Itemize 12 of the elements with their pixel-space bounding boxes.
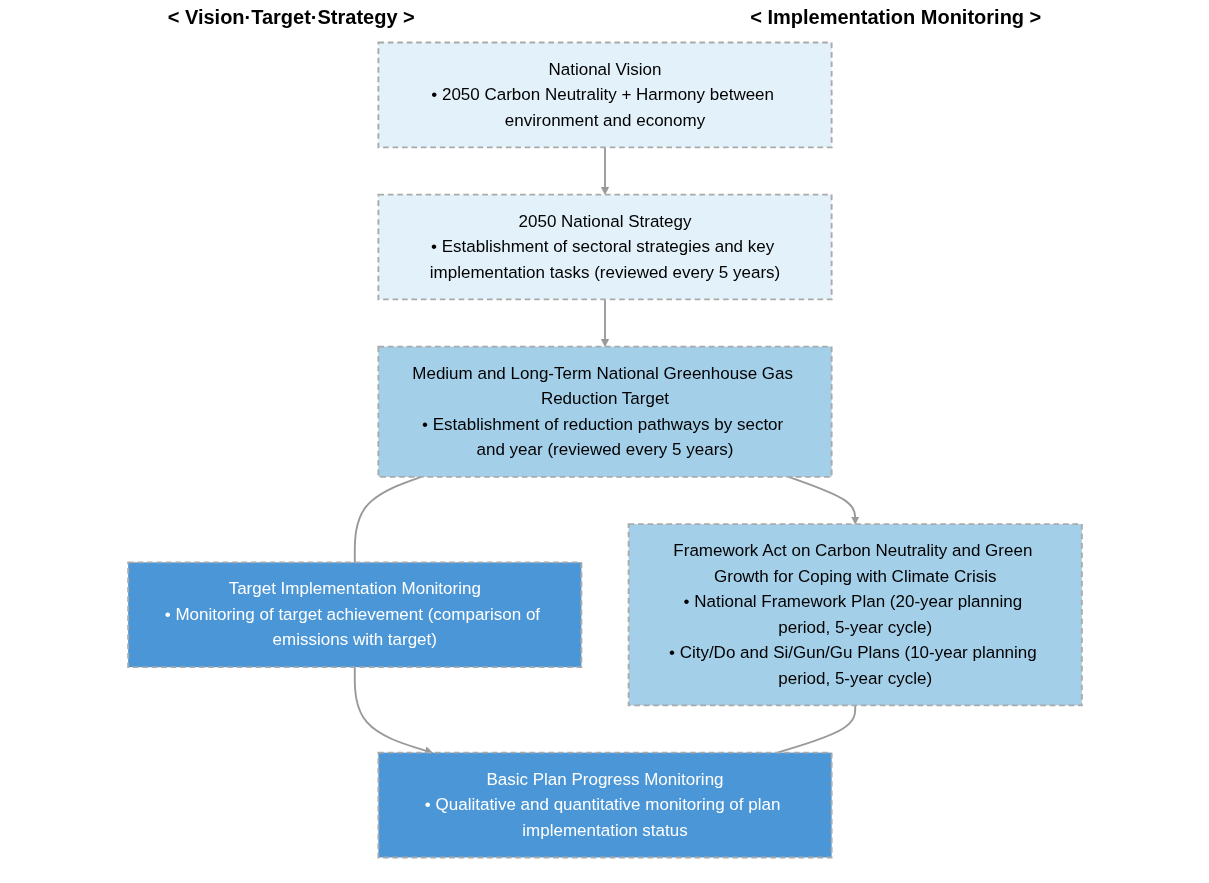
arrow (787, 475, 859, 525)
node-box: Framework Act on Carbon Neutrality and Green Growth for Coping with Climate Crisis • National Framework Plan (20-year planning period, 5-year cycle) • City/Do and Si/Gun/Gu Plans (10-year planning period, 5-year cycle) (627, 523, 1083, 707)
node-box: National Vision • 2050 Carbon Neutrality + Harmony between environment and economy (376, 41, 833, 149)
column-heading: < Vision·Target·Strategy > (167, 6, 415, 29)
arrow (600, 298, 609, 347)
node-box: Target Implementation Monitoring • Monitoring of target achievement (comparison of emissions with target) (126, 561, 582, 669)
node-box: Basic Plan Progress Monitoring • Qualitative and quantitative monitoring of plan implementation status (376, 751, 833, 859)
column-heading: < Implementation Monitoring > (750, 6, 1042, 29)
node-box: 2050 National Strategy • Establishment of sectoral strategies and key implementation tasks (reviewed every 5 years) (376, 193, 833, 301)
node-box: Medium and Long-Term National Greenhouse Gas Reduction Target • Establishment of reduction pathways by sector and year (reviewed every 5 years) (376, 345, 833, 478)
arrow (600, 146, 609, 195)
connector (353, 475, 422, 564)
